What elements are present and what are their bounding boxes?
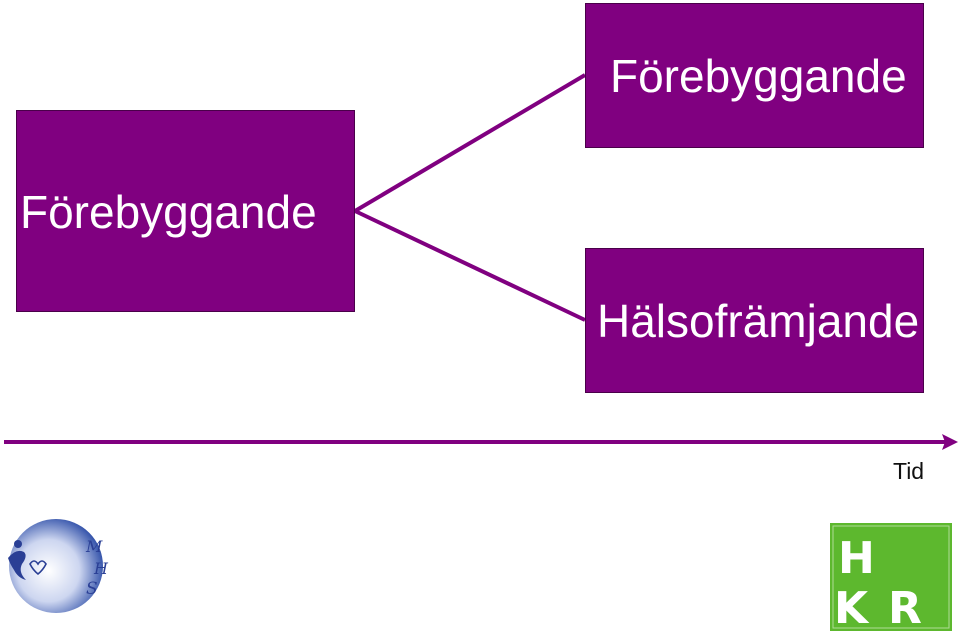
timeline-label: Tid: [893, 458, 925, 484]
mhs-logo: M H S: [4, 514, 112, 621]
hkr-logo: H K R: [830, 523, 952, 636]
connector-bottom: [354, 209, 586, 322]
source-box: [16, 110, 355, 312]
mhs-logo-circle: [9, 519, 103, 613]
hkr-letter-r: R: [888, 583, 922, 631]
mhs-figure-head-icon: [14, 540, 22, 548]
mhs-letter-m: M: [85, 537, 103, 556]
mhs-letter-s: S: [86, 579, 98, 599]
timeline-arrowhead: [942, 434, 958, 450]
mhs-figure-icon: [8, 550, 26, 580]
connector-top: [353, 73, 587, 213]
hkr-letter-k: K: [834, 583, 870, 631]
hkr-logo-background: [830, 523, 952, 631]
heart-icon: [29, 560, 47, 576]
hkr-letter-h: H: [838, 533, 875, 584]
source-box-label: Förebyggande: [20, 186, 317, 238]
branch-bottom-box: [585, 248, 924, 393]
branch-top-box: [585, 3, 924, 148]
branch-top-label: Förebyggande: [610, 50, 907, 102]
mhs-letter-h: H: [93, 559, 109, 578]
branch-bottom-label: Hälsofrämjande: [597, 295, 920, 347]
